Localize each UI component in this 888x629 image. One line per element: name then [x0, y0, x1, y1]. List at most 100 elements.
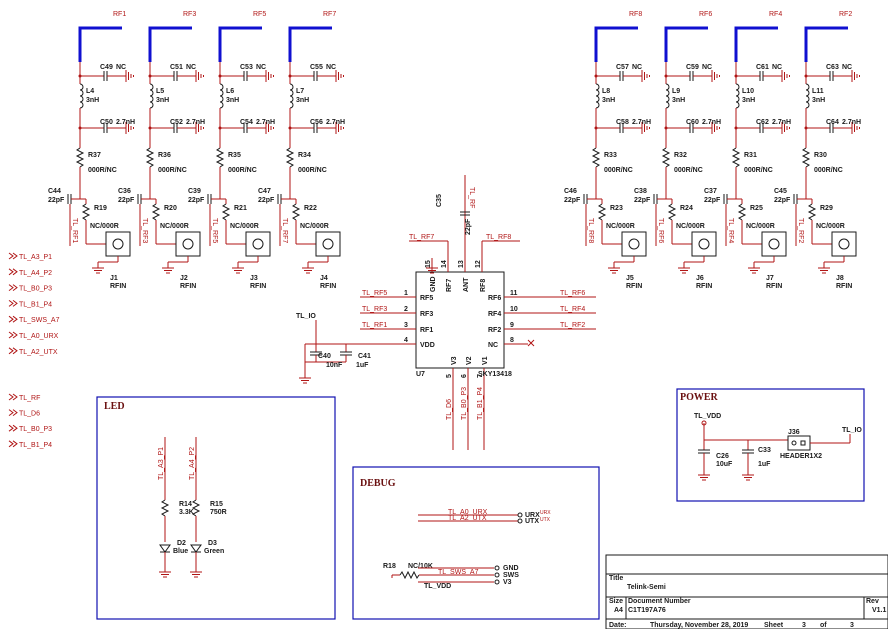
ic-pin-net: TL_RF1: [362, 322, 387, 329]
ic-pin-name: V2: [466, 356, 473, 365]
chain-net-label: TL_RF2: [797, 218, 804, 243]
resistor-val: 000R/NC: [744, 167, 773, 174]
tb-of-label: of: [820, 622, 827, 629]
cap2-ref: C54: [240, 119, 253, 126]
cap2-ref: C52: [170, 119, 183, 126]
offpage-tl-a0-urx: TL_A0_URX: [19, 333, 59, 340]
resistor-ref: R30: [814, 152, 827, 159]
resistor: [215, 147, 225, 168]
cap3-ref: C46: [564, 188, 577, 195]
led-res-ref: R15: [210, 501, 223, 508]
connector-ref: J7: [766, 275, 774, 282]
ic-pin-num: 14: [441, 260, 448, 268]
net-tl-rf-ant: TL_RF: [468, 187, 475, 208]
debug-port-urx: URX: [525, 512, 540, 519]
antenna-trace: [148, 26, 192, 62]
resistor-ref: R31: [744, 152, 757, 159]
cap3-ref: C39: [188, 188, 201, 195]
ant-cap-ref: C35: [436, 194, 443, 207]
resistor: [285, 147, 295, 168]
cap-nc-ref: C55: [310, 64, 323, 71]
offpage-tl-a3-p1: TL_A3_P1: [19, 254, 52, 261]
connector-ref: J6: [696, 275, 704, 282]
res2-ref: R29: [820, 205, 833, 212]
debug-res-ref: R18: [383, 563, 396, 570]
net-tl-rf8-top: TL_RF8: [486, 234, 511, 241]
cap2-val: 2.7nH: [702, 119, 721, 126]
resistor-val: 000R/NC: [298, 167, 327, 174]
antenna-trace: [218, 26, 262, 62]
ic-body: [415, 271, 505, 369]
ic-pin-name: RF4: [488, 311, 501, 318]
inductor: [79, 83, 84, 109]
cap-nc-ref: C59: [686, 64, 699, 71]
ic-pin-name: V1: [482, 356, 489, 365]
rf-label: RF4: [769, 11, 782, 18]
inductor-ref: L11: [812, 88, 824, 95]
cap2-val: 2.7nH: [186, 119, 205, 126]
connector-ref: J4: [320, 275, 328, 282]
res2-ref: R25: [750, 205, 763, 212]
ic-pin-net: TL_B0_P3: [461, 387, 468, 420]
power-cap1-ref: C26: [716, 453, 729, 460]
offpage-tl-rf: TL_RF: [19, 395, 40, 402]
led-title: LED: [104, 401, 125, 412]
inductor-val: 3nH: [226, 97, 239, 104]
led-ref: D3: [208, 540, 217, 547]
led-res-ref: R14: [179, 501, 192, 508]
ic-pin-name: RF1: [420, 327, 433, 334]
power-cap2-val: 1uF: [758, 461, 771, 468]
cap-nc-val: NC: [702, 64, 712, 71]
resistor-ref: R34: [298, 152, 311, 159]
ic-pin-net: TL_RF4: [560, 306, 585, 313]
ic-pin-name: RF6: [488, 295, 501, 302]
ic-pin-num: 2: [404, 306, 408, 313]
ic-pin-name: RF8: [480, 279, 487, 292]
inductor: [805, 83, 810, 109]
rf-label: RF8: [629, 11, 642, 18]
cap3-ref: C37: [704, 188, 717, 195]
power-out-net: TL_IO: [842, 427, 862, 434]
led-res-val: 3.3K: [179, 509, 194, 516]
cap3-ref: C45: [774, 188, 787, 195]
inductor-val: 3nH: [602, 97, 615, 104]
rf-label: RF1: [113, 11, 126, 18]
power-cap1-val: 10uF: [716, 461, 733, 468]
inductor: [595, 83, 600, 109]
cap-nc-val: NC: [186, 64, 196, 71]
chain-net-label: TL_RF7: [281, 218, 288, 243]
ic-pin-num: 11: [510, 290, 518, 297]
resistor: [145, 147, 155, 168]
cap2-ref: C60: [686, 119, 699, 126]
connector-ref: J1: [110, 275, 118, 282]
led-ref: D2: [177, 540, 186, 547]
offpage-connectors-top: TL_A3_P1TL_A4_P2TL_B0_P3TL_B1_P4TL_SWS_A…: [8, 252, 60, 356]
rf-label: RF5: [253, 11, 266, 18]
ic-pin-name: ANT: [463, 277, 470, 292]
res2-val: NC/000R: [90, 223, 119, 230]
ic-pin-num: 12: [475, 260, 482, 268]
debug-port-utx-small: UTX: [540, 517, 551, 523]
resistor-val: 000R/NC: [158, 167, 187, 174]
debug-title: DEBUG: [360, 478, 396, 489]
tb-rev-label: Rev: [866, 598, 879, 605]
inductor: [289, 83, 294, 109]
rf-label: RF2: [839, 11, 852, 18]
offpage-tl-a4-p2: TL_A4_P2: [19, 270, 52, 277]
rf-connector: [621, 231, 647, 257]
ic-pin-num: 7: [477, 374, 484, 378]
connector-ref: J8: [836, 275, 844, 282]
res2-ref: R22: [304, 205, 317, 212]
inductor-ref: L4: [86, 88, 94, 95]
connector-val: RFIN: [766, 283, 782, 290]
connector-val: RFIN: [180, 283, 196, 290]
cap2-val: 2.7nH: [842, 119, 861, 126]
chain-net-label: TL_RF6: [657, 218, 664, 243]
chain-net-label: TL_RF5: [211, 218, 218, 243]
ic-pin-net: TL_D6: [446, 399, 453, 420]
chain-net-label: TL_RF4: [727, 218, 734, 243]
tb-rev: V1.1: [872, 607, 887, 614]
inductor: [665, 83, 670, 109]
cap2-val: 2.7nH: [632, 119, 651, 126]
